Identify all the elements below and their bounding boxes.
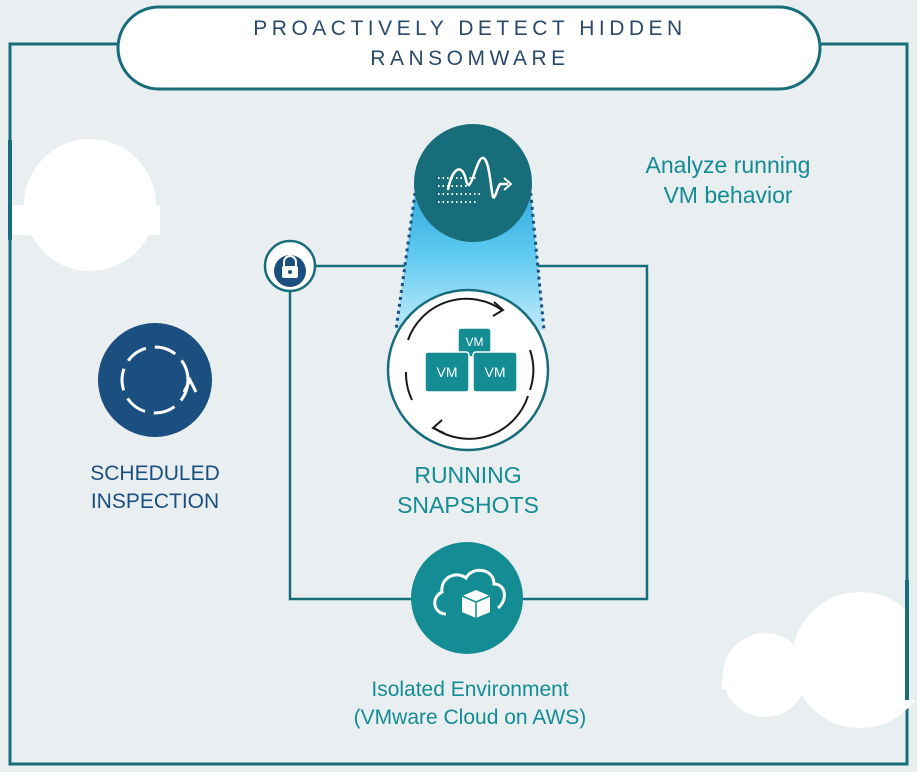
analyze-line-1: Analyze running bbox=[645, 152, 811, 178]
title-line-1: PROACTIVELY DETECT HIDDEN bbox=[253, 17, 687, 40]
scheduled-line-2: INSPECTION bbox=[90, 490, 220, 513]
vm-label-right: VM bbox=[484, 364, 506, 380]
vm-label-left: VM bbox=[436, 364, 458, 380]
vm-box-left bbox=[424, 351, 470, 393]
title-banner bbox=[116, 5, 822, 91]
scheduled-line-1: SCHEDULED bbox=[90, 462, 220, 485]
scheduled-inspection-label: SCHEDULED INSPECTION bbox=[55, 460, 255, 516]
analyze-line-2: VM behavior bbox=[663, 182, 793, 208]
analytics-icon bbox=[414, 124, 532, 242]
outer-frame bbox=[8, 42, 909, 766]
environment-line-1: Isolated Environment bbox=[371, 678, 569, 701]
lock-icon bbox=[263, 239, 317, 293]
vm-box-right bbox=[472, 351, 518, 393]
refresh-arrow-top bbox=[407, 297, 503, 341]
snapshots-line-1: RUNNING bbox=[414, 462, 522, 488]
snapshots-line-2: SNAPSHOTS bbox=[397, 492, 539, 518]
beam-edge-right bbox=[528, 185, 546, 331]
beam-edge-left bbox=[394, 185, 418, 331]
page-title: PROACTIVELY DETECT HIDDEN RANSOMWARE bbox=[120, 14, 820, 74]
cloud-decoration-right bbox=[722, 580, 917, 728]
running-snapshots-icon bbox=[386, 288, 550, 452]
running-snapshots-label: RUNNING SNAPSHOTS bbox=[368, 460, 568, 520]
environment-line-2: (VMware Cloud on AWS) bbox=[353, 706, 587, 729]
analyze-label: Analyze running VM behavior bbox=[598, 150, 858, 210]
isolated-environment-label: Isolated Environment (VMware Cloud on AW… bbox=[280, 676, 660, 732]
title-line-2: RANSOMWARE bbox=[370, 47, 570, 70]
vm-label-top: VM bbox=[465, 335, 484, 349]
refresh-cycle-icon bbox=[98, 323, 212, 437]
cloud-box-icon bbox=[411, 542, 523, 654]
cloud-decoration-left bbox=[0, 139, 160, 271]
refresh-arrow-bottom bbox=[433, 395, 529, 440]
